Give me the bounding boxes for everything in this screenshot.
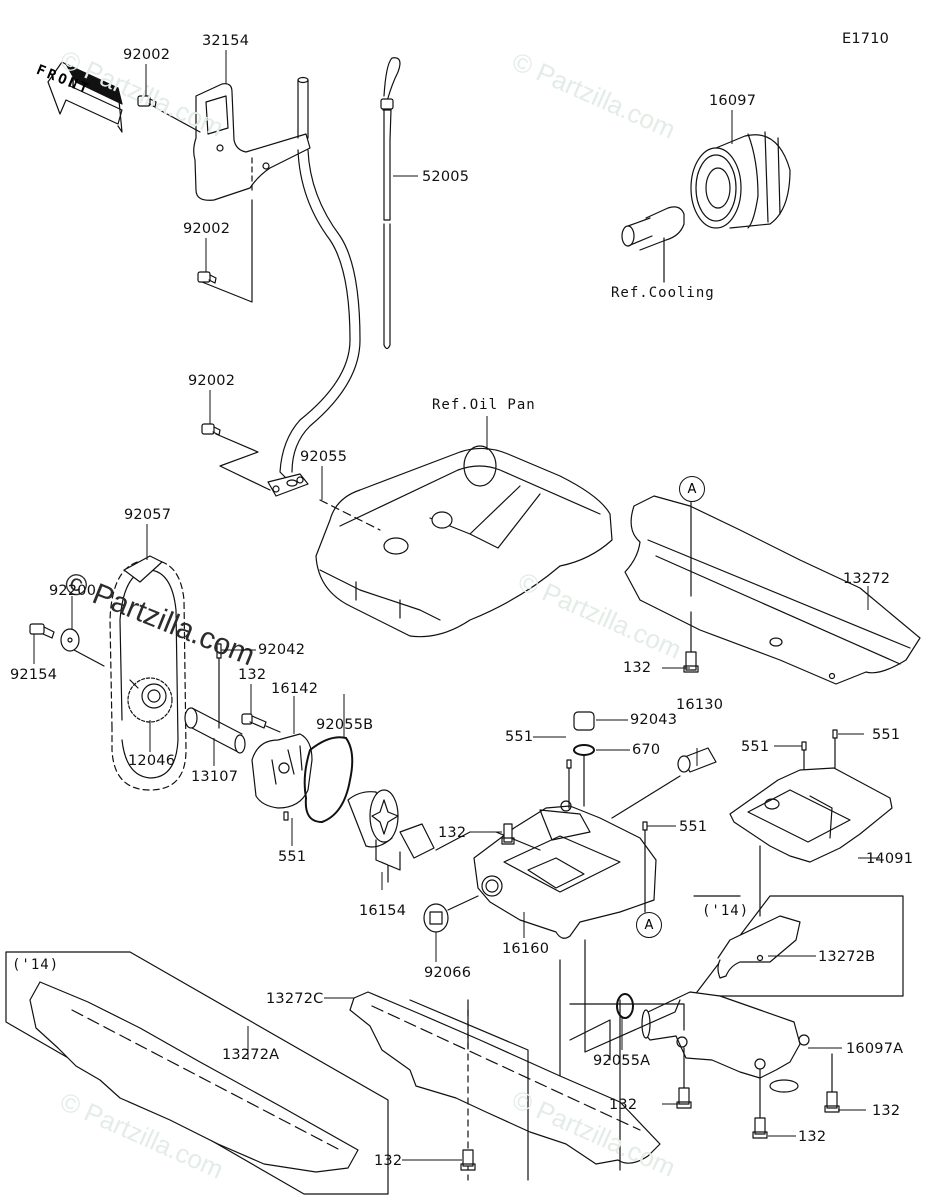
reference-marker-a: A <box>636 912 662 938</box>
part-label-92055B[interactable]: 92055B <box>316 717 374 733</box>
bolt-132-icon <box>752 1117 768 1139</box>
bracket-32154-drawing <box>155 83 311 303</box>
collar-92043-drawing <box>573 711 595 731</box>
part-label-13107[interactable]: 13107 <box>191 769 239 785</box>
dipstick-52005-drawing <box>380 57 401 350</box>
part-label-132[interactable]: 132 <box>238 667 267 683</box>
diagram-code: E1710 <box>842 31 890 47</box>
oil-pan-drawing <box>315 445 613 638</box>
reference-marker-a: A <box>679 476 705 502</box>
bolt-92154-icon <box>29 623 55 639</box>
part-label-16097[interactable]: 16097 <box>709 93 757 109</box>
o-ring-92055A-drawing <box>616 993 634 1019</box>
part-label-16160[interactable]: 16160 <box>502 941 550 957</box>
year-box-13272A <box>5 951 389 1195</box>
bolt-132-icon <box>460 1149 476 1171</box>
pin-551-icon <box>801 741 807 751</box>
part-label-551[interactable]: 551 <box>679 819 708 835</box>
plate-13272C-drawing <box>349 991 661 1165</box>
pin-551-icon <box>283 811 289 821</box>
part-label-92002[interactable]: 92002 <box>183 221 231 237</box>
pin-551-icon <box>642 821 648 831</box>
bolt-132-icon <box>676 1087 692 1109</box>
sprocket-12046-drawing <box>127 677 173 723</box>
bolt-132-icon <box>241 713 267 729</box>
washer-92200-drawing <box>60 628 80 652</box>
part-label-92200[interactable]: 92200 <box>49 583 97 599</box>
part-label-16142[interactable]: 16142 <box>271 681 319 697</box>
plate-13272-drawing <box>624 495 921 685</box>
part-label-132[interactable]: 132 <box>438 825 467 841</box>
pin-551-icon <box>566 759 572 769</box>
o-ring-92055B-drawing <box>303 736 354 823</box>
rotor-16154-drawing <box>347 789 471 883</box>
part-label-92057[interactable]: 92057 <box>124 507 172 523</box>
part-label-551[interactable]: 551 <box>872 727 901 743</box>
cover-14091-drawing <box>729 767 893 863</box>
bolt-132-icon <box>501 823 515 845</box>
part-label-92042[interactable]: 92042 <box>258 642 306 658</box>
part-label-12046[interactable]: 12046 <box>128 753 176 769</box>
shaft-13107-drawing <box>184 707 246 754</box>
pin-551-icon <box>832 729 838 739</box>
ref-cooling-label[interactable]: Ref.Cooling <box>611 285 715 301</box>
part-label-92055[interactable]: 92055 <box>300 449 348 465</box>
part-label-132[interactable]: 132 <box>798 1129 827 1145</box>
oil-filter-16097-drawing <box>621 131 791 283</box>
part-label-92055A[interactable]: 92055A <box>593 1053 651 1069</box>
relief-valve-16130-drawing <box>677 747 717 773</box>
ref-oil-pan-label[interactable]: Ref.Oil Pan <box>432 397 536 413</box>
part-label-92002[interactable]: 92002 <box>123 47 171 63</box>
part-label-92154[interactable]: 92154 <box>10 667 58 683</box>
part-label-551[interactable]: 551 <box>505 729 534 745</box>
pump-body-16160-drawing <box>473 800 657 939</box>
part-label-551[interactable]: 551 <box>741 739 770 755</box>
part-label-92043[interactable]: 92043 <box>630 712 678 728</box>
part-label-13272C[interactable]: 13272C <box>266 991 324 1007</box>
chain-92057-drawing <box>109 555 187 791</box>
part-label-132[interactable]: 132 <box>374 1153 403 1169</box>
part-label-16130[interactable]: 16130 <box>676 697 724 713</box>
bolt-132-icon <box>824 1091 840 1113</box>
year-box-label: ('14) <box>702 903 750 919</box>
part-label-132[interactable]: 132 <box>623 660 652 676</box>
part-label-670[interactable]: 670 <box>632 742 661 758</box>
plug-92066-drawing <box>423 895 479 933</box>
part-label-551[interactable]: 551 <box>278 849 307 865</box>
part-label-52005[interactable]: 52005 <box>422 169 470 185</box>
part-label-32154[interactable]: 32154 <box>202 33 250 49</box>
part-label-14091[interactable]: 14091 <box>866 851 914 867</box>
part-label-13272A[interactable]: 13272A <box>222 1047 280 1063</box>
part-label-13272B[interactable]: 13272B <box>818 949 876 965</box>
part-label-13272[interactable]: 13272 <box>843 571 891 587</box>
part-label-92002[interactable]: 92002 <box>188 373 236 389</box>
o-ring-670-drawing <box>573 744 595 756</box>
part-label-132[interactable]: 132 <box>872 1103 901 1119</box>
bolt-92002-icon <box>201 423 221 436</box>
bolt-92002-icon <box>137 95 157 108</box>
dipstick-tube-drawing <box>267 76 361 497</box>
front-arrow-icon <box>47 61 123 133</box>
part-label-16097A[interactable]: 16097A <box>846 1041 904 1057</box>
part-label-16154[interactable]: 16154 <box>359 903 407 919</box>
part-label-132[interactable]: 132 <box>609 1097 638 1113</box>
pump-cover-16142-drawing <box>251 733 313 809</box>
cover-16097A-drawing <box>641 991 810 1093</box>
part-label-92066[interactable]: 92066 <box>424 965 472 981</box>
bolt-92002-icon <box>197 271 217 284</box>
year-box-label: ('14) <box>12 957 60 973</box>
year-box-13272B <box>693 895 904 997</box>
bolt-132-icon <box>683 651 699 673</box>
